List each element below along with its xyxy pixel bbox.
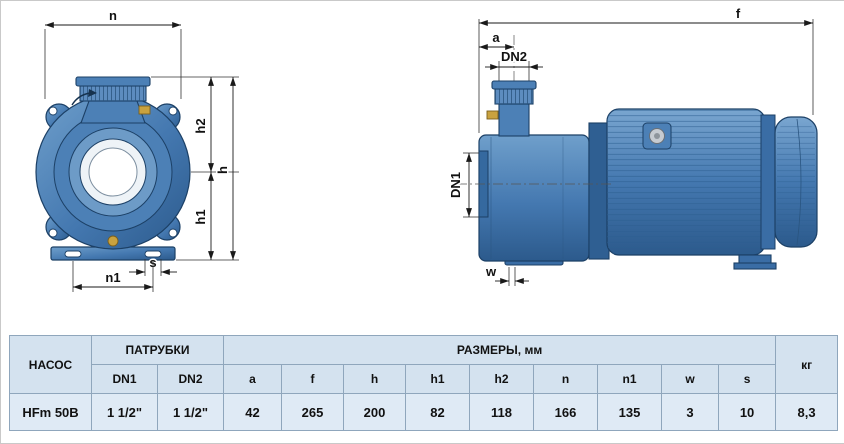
col-header-pump: НАСОС: [9, 335, 92, 394]
col-group-dimensions: РАЗМЕРЫ, мм: [223, 335, 777, 365]
cell-h: 200: [343, 393, 407, 431]
suction-port-side: [486, 80, 537, 137]
cell-dn1: 1 1/2": [91, 393, 158, 431]
cell-a: 42: [223, 393, 283, 431]
cell-s: 10: [718, 393, 777, 431]
bolt-hole: [168, 106, 178, 116]
suction-port-front: [75, 76, 151, 124]
motor-body: [606, 108, 776, 256]
pump-head-side: [478, 134, 590, 262]
dimension-w: w: [483, 263, 529, 286]
table-header-groups-row: НАСОС ПАТРУБКИ РАЗМЕРЫ, мм кг: [9, 335, 839, 394]
dim-label-f: f: [736, 6, 741, 21]
dimension-h: h: [214, 77, 236, 260]
motor-foot-right: [733, 254, 777, 270]
cell-weight: 8,3: [775, 393, 839, 431]
dimension-n1: n1: [72, 261, 154, 292]
bolt-hole: [168, 228, 178, 238]
foot-slot: [144, 250, 162, 258]
dim-label-w: w: [485, 264, 497, 279]
table-row: HFm 50B 1 1/2" 1 1/2" 42 265 200 82 118 …: [9, 393, 839, 431]
col-header-a: a: [223, 364, 283, 394]
cell-n: 166: [533, 393, 599, 431]
vent-plug-brass: [486, 110, 499, 120]
dimension-dn2: DN2: [485, 48, 543, 83]
col-header-n: n: [533, 364, 599, 394]
bolt-hole: [48, 228, 58, 238]
dimension-h1: h1: [176, 172, 239, 261]
cell-w: 3: [661, 393, 720, 431]
col-header-weight: кг: [775, 335, 839, 394]
dim-label-n1: n1: [105, 270, 120, 285]
cell-dn2: 1 1/2": [156, 393, 225, 431]
motor-adapter: [588, 122, 610, 260]
dimension-n: n: [44, 7, 182, 99]
col-header-dn2: DN2: [156, 364, 225, 394]
dimension-a: a: [479, 29, 514, 50]
cell-pump-name: HFm 50B: [9, 393, 92, 431]
col-header-w: w: [661, 364, 720, 394]
dim-label-dn1: DN1: [451, 172, 463, 198]
col-header-f: f: [281, 364, 345, 394]
rotation-arrow-icon: [71, 89, 97, 106]
col-header-n1: n1: [597, 364, 663, 394]
side-view-drawing: f a DN2: [451, 5, 818, 286]
col-header-h1: h1: [405, 364, 471, 394]
dim-label-n: n: [109, 8, 117, 23]
dim-label-dn2: DN2: [501, 49, 527, 64]
dim-label-h2: h2: [193, 118, 208, 133]
dim-label-a: a: [492, 30, 500, 45]
inlet-bore: [88, 147, 138, 197]
bolt-hole: [48, 106, 58, 116]
col-header-h2: h2: [469, 364, 535, 394]
dim-label-h: h: [215, 166, 230, 174]
foot-slot: [64, 250, 82, 258]
front-view-drawing: n: [35, 7, 239, 292]
cell-n1: 135: [597, 393, 663, 431]
col-group-connections: ПАТРУБКИ: [90, 335, 225, 365]
dimension-f: f: [478, 5, 814, 133]
cell-h2: 118: [469, 393, 535, 431]
dim-label-h1: h1: [193, 209, 208, 224]
fan-cover: [774, 116, 818, 248]
drain-plug-brass: [107, 235, 119, 247]
table-header-sub-row: DN1 DN2 a f h h1 h2 n n1 w s: [10, 364, 838, 394]
cell-h1: 82: [405, 393, 471, 431]
col-header-s: s: [718, 364, 777, 394]
vent-plug-brass: [138, 105, 151, 115]
motor-end-bell: [760, 114, 776, 250]
cell-f: 265: [281, 393, 345, 431]
spec-table: НАСОС ПАТРУБКИ РАЗМЕРЫ, мм кг DN1 DN2 a …: [9, 335, 839, 431]
col-header-h: h: [343, 364, 407, 394]
dimension-dn1: DN1: [451, 152, 479, 218]
col-header-dn1: DN1: [91, 364, 158, 394]
pump-front-body: [35, 94, 191, 261]
